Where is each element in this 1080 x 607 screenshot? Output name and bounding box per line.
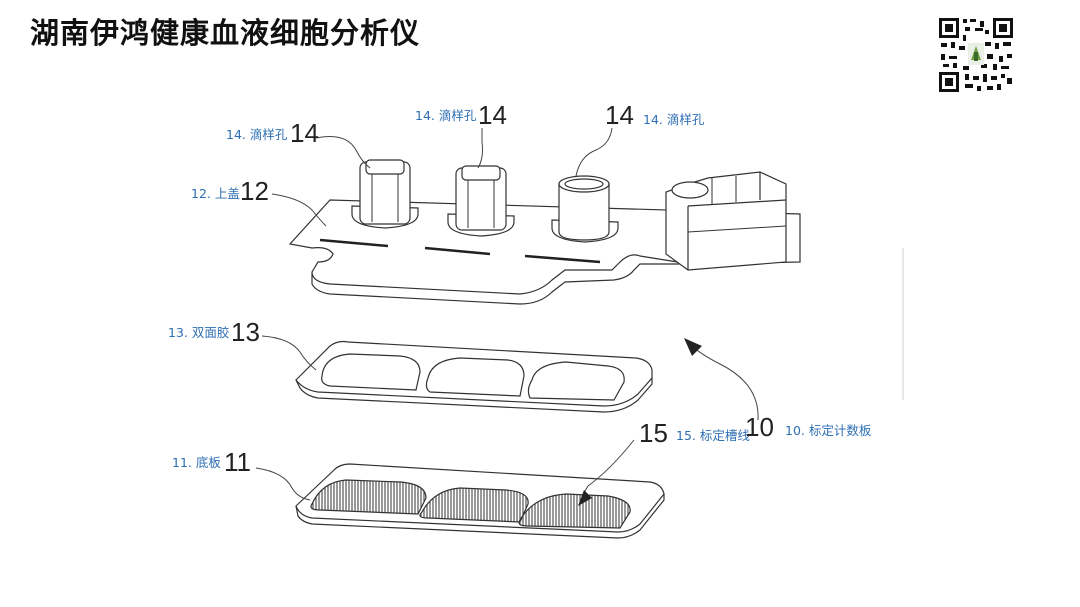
label-calibration-groove: 15. 标定槽线	[676, 428, 750, 443]
label-base-plate: 11. 底板	[172, 455, 221, 470]
double-sided-tape-part	[295, 340, 653, 413]
part-number-13: 13	[231, 317, 260, 347]
label-double-sided-tape: 13. 双面胶	[168, 325, 230, 340]
upper-cover-part	[288, 159, 801, 305]
base-plate-part	[295, 463, 665, 539]
part-number-10: 10	[745, 412, 774, 442]
leader-arrowhead-10	[684, 338, 702, 356]
leader-lines	[255, 127, 759, 501]
page-title: 湖南伊鸿健康血液细胞分析仪	[30, 16, 421, 50]
part-number-14b: 14	[478, 100, 507, 130]
label-sample-hole-2: 14. 滴样孔	[415, 108, 477, 123]
part-number-15: 15	[639, 418, 668, 448]
label-upper-cover: 12. 上盖	[191, 186, 240, 201]
part-number-11: 11	[224, 447, 251, 477]
qr-code	[937, 16, 1015, 94]
leader-arrowhead-15	[578, 490, 592, 506]
part-number-14a: 14	[290, 118, 319, 148]
label-sample-hole-1: 14. 滴样孔	[226, 127, 288, 142]
label-counting-board: 10. 标定计数板	[785, 423, 872, 438]
part-number-14c: 14	[605, 100, 634, 130]
part-number-12: 12	[240, 176, 269, 206]
label-sample-hole-3: 14. 滴样孔	[643, 112, 705, 127]
